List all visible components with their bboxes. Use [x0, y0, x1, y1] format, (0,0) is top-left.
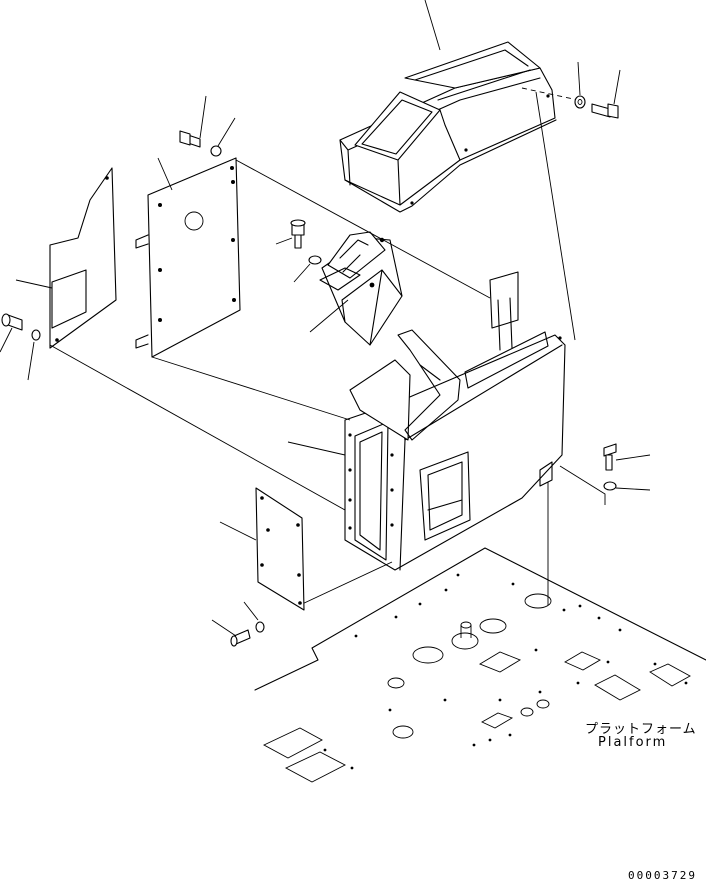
alignment-line	[235, 159, 491, 299]
front-cover-plate	[219, 487, 305, 611]
platform-floor	[254, 547, 706, 783]
alignment-line	[535, 91, 576, 341]
cover-bolt	[521, 61, 621, 119]
alignment-line	[299, 561, 393, 606]
lever-assembly	[309, 231, 403, 346]
side-panel-bolt	[0, 313, 41, 381]
housing-bolt	[559, 443, 651, 505]
rear-plate	[135, 157, 241, 358]
console-cover	[339, 41, 557, 213]
alignment-line	[49, 344, 346, 511]
drawing-number: 00003729	[628, 869, 697, 882]
leader-line	[424, 0, 441, 51]
left-side-panel	[15, 167, 117, 349]
plate-bolt	[179, 95, 236, 157]
cover-plate-bolt	[211, 601, 265, 647]
platform-label-japanese: プラットフォーム	[585, 722, 697, 737]
console-housing	[287, 271, 566, 571]
lever-bolt	[275, 219, 322, 283]
platform-label-english: Plalform	[598, 735, 668, 750]
alignment-line	[151, 356, 351, 421]
